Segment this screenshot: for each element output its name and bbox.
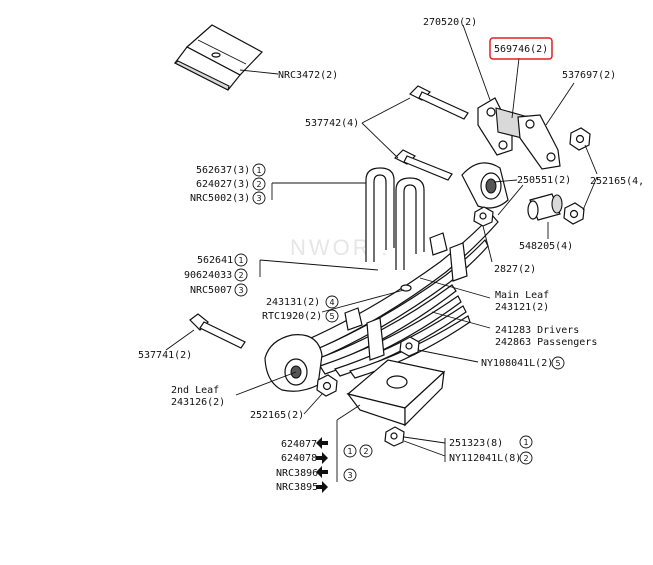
- label-250551: 250551(2): [517, 175, 571, 186]
- svg-text:3: 3: [347, 471, 352, 480]
- label-252165-bottom: 252165(2): [250, 410, 304, 421]
- circled-1-a: 1: [252, 163, 266, 177]
- circled-2-b: 2: [234, 268, 248, 282]
- svg-text:1: 1: [347, 447, 352, 456]
- label-main-leaf-part: 243121(2): [495, 302, 549, 313]
- nut-251323: [384, 426, 446, 462]
- plate-nrc3472: [173, 24, 279, 91]
- label-2nd-leaf: 2nd Leaf: [171, 385, 219, 396]
- circled-1-d: 1: [519, 435, 533, 449]
- label-2nd-leaf-part: 243126(2): [171, 397, 225, 408]
- label-nrc5007: NRC5007: [190, 285, 232, 296]
- label-624027: 624027(3): [196, 179, 250, 190]
- bush-548205: [527, 193, 563, 239]
- svg-text:2: 2: [256, 180, 261, 189]
- seat-plate: [336, 359, 446, 482]
- u-bolts: [271, 167, 425, 270]
- leaf-spring: [264, 214, 499, 392]
- circled-3-b: 3: [234, 283, 248, 297]
- svg-text:3: 3: [256, 194, 261, 203]
- svg-text:4: 4: [329, 298, 334, 307]
- svg-text:2: 2: [238, 271, 243, 280]
- circled-2-c: 2: [359, 444, 373, 458]
- label-562637: 562637(3): [196, 165, 250, 176]
- arrow-right-icon: [316, 452, 328, 464]
- circled-5-b: 5: [551, 356, 565, 370]
- highlight-box-569746: [489, 37, 553, 60]
- nut-ny108041l: [399, 336, 479, 363]
- label-passengers: 242863 Passengers: [495, 337, 597, 348]
- label-252165-top: 252165(4,: [590, 176, 644, 187]
- label-537741: 537741(2): [138, 350, 192, 361]
- nut-252165-bottom: [303, 374, 338, 415]
- svg-text:5: 5: [329, 312, 334, 321]
- label-251323: 251323(8): [449, 438, 503, 449]
- circled-5-a: 5: [325, 309, 339, 323]
- circled-1-b: 1: [234, 253, 248, 267]
- circled-3-c: 3: [343, 468, 357, 482]
- label-ny112041l: NY112041L(8): [449, 453, 521, 464]
- label-rtc1920: RTC1920(2): [262, 311, 322, 322]
- circled-1-c: 1: [343, 444, 357, 458]
- arrow-left-icon: [316, 466, 328, 478]
- circled-4: 4: [325, 295, 339, 309]
- svg-text:1: 1: [256, 166, 261, 175]
- svg-text:3: 3: [238, 286, 243, 295]
- label-624078: 624078: [281, 453, 317, 464]
- label-nrc3895: NRC3895: [276, 482, 318, 493]
- label-548205: 548205(4): [519, 241, 573, 252]
- nut-2827: [473, 206, 494, 263]
- svg-text:2: 2: [523, 454, 528, 463]
- bolt-537742: [361, 85, 469, 181]
- label-562641: 562641: [197, 255, 233, 266]
- label-270520: 270520(2): [423, 17, 477, 28]
- label-drivers: 241283 Drivers: [495, 325, 579, 336]
- label-569746: 569746(2): [494, 44, 548, 55]
- label-nrc5002: NRC5002(3): [190, 193, 250, 204]
- shackle-assembly: [462, 24, 575, 170]
- label-243131: 243131(2): [266, 297, 320, 308]
- bolt-537741: [165, 313, 246, 351]
- label-nrc3896: NRC3896: [276, 468, 318, 479]
- label-537697: 537697(2): [562, 70, 616, 81]
- svg-text:1: 1: [238, 256, 243, 265]
- label-90624033: 90624033: [184, 270, 232, 281]
- circled-2-a: 2: [252, 177, 266, 191]
- circled-3-a: 3: [252, 191, 266, 205]
- svg-text:1: 1: [523, 438, 528, 447]
- label-624077: 624077: [281, 439, 317, 450]
- label-537742: 537742(4): [305, 118, 359, 129]
- label-2827: 2827(2): [494, 264, 536, 275]
- label-nrc3472: NRC3472(2): [278, 70, 338, 81]
- label-ny108041l: NY108041L(2): [481, 358, 553, 369]
- label-main-leaf: Main Leaf: [495, 290, 549, 301]
- svg-text:2: 2: [363, 447, 368, 456]
- front-eye-250551: [461, 162, 518, 209]
- svg-text:5: 5: [555, 359, 560, 368]
- nut-252165-top: [563, 127, 598, 225]
- arrow-left-icon: [316, 437, 328, 449]
- arrow-right-icon: [316, 481, 328, 493]
- circled-2-d: 2: [519, 451, 533, 465]
